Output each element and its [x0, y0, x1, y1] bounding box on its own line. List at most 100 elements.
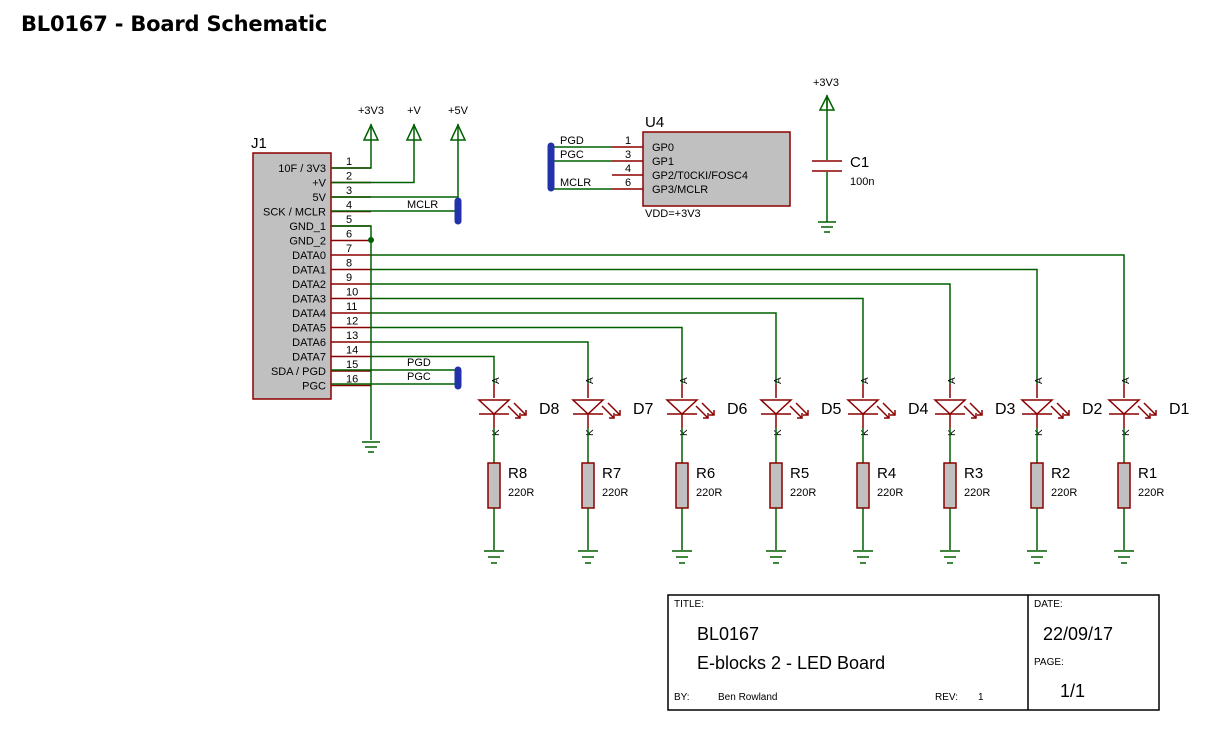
led-emission-arrow [1137, 405, 1151, 419]
resistor-body [581, 462, 595, 509]
resistor-body [675, 462, 689, 509]
u4-pin-number: 6 [625, 177, 631, 189]
c1-power-arrow [818, 94, 836, 111]
j1-pin-name: DATA4 [292, 308, 326, 320]
j1-pin-name: DATA2 [292, 279, 326, 291]
u4-pin-name: GP2/T0CKI/FOSC4 [652, 170, 748, 182]
led-ref: D7 [633, 401, 654, 418]
led-emission-arrowhead [515, 413, 521, 419]
led-emission-arrowhead [615, 410, 621, 416]
led-emission-arrow [607, 402, 621, 416]
power-arrow-icon [449, 123, 467, 141]
led-channels: AKD8R8220RAKD7R7220RAKD6R6220RAKD5R5220R… [371, 254, 1190, 564]
resistor-ref: R2 [1051, 465, 1070, 482]
led-emission-arrowhead [1151, 410, 1157, 416]
led-emission-arrow [789, 405, 803, 419]
led-emission-arrow [876, 405, 890, 419]
page-value: 1/1 [1060, 681, 1085, 701]
u4-vdd-label: VDD=+3V3 [645, 208, 701, 220]
led-emission-arrowhead [609, 413, 615, 419]
j1-pin-name: SCK / MCLR [263, 207, 326, 219]
resistor-value: 220R [602, 487, 628, 499]
power-arrow-icon [405, 123, 423, 141]
date-label: DATE: [1034, 599, 1063, 610]
j1-pin-number: 12 [346, 316, 358, 328]
resistor-body [1030, 462, 1044, 509]
resistor-ref: R5 [790, 465, 809, 482]
led-anode-label: A [860, 377, 871, 384]
led-cathode-label: K [860, 429, 871, 436]
pgc-net-label: PGC [407, 371, 431, 383]
rev-value: 1 [978, 692, 984, 703]
u4-ref: U4 [645, 114, 664, 131]
led-emission-arrowhead [890, 410, 896, 416]
j1-ref: J1 [251, 135, 267, 152]
u4-pin-number: 4 [625, 163, 631, 175]
j1-pin-name: DATA5 [292, 323, 326, 335]
ground-symbol-j1 [362, 441, 380, 453]
led-emission-arrow [701, 402, 715, 416]
led-emission-arrow [795, 402, 809, 416]
led-emission-arrow [507, 405, 521, 419]
j1-pin-number: 11 [346, 301, 357, 313]
led-emission-arrow [1143, 402, 1157, 416]
author: Ben Rowland [718, 692, 777, 703]
led-triangle [571, 399, 605, 416]
led-triangle [846, 399, 880, 416]
j1-pin-number: 13 [346, 330, 358, 342]
resistor-body [769, 462, 783, 509]
page-label: PAGE: [1034, 657, 1064, 668]
capacitor-c1 [812, 95, 842, 233]
led-emission-arrowhead [884, 413, 890, 419]
resistor-body [1117, 462, 1131, 509]
led-anode-label: A [947, 377, 958, 384]
resistor-value: 220R [1051, 487, 1077, 499]
j1-pin-name: 5V [313, 192, 327, 204]
led-emission-arrow [513, 402, 527, 416]
j1-pin-number: 8 [346, 258, 352, 270]
j1-pin-name: DATA7 [292, 352, 326, 364]
led-emission-arrowhead [1064, 410, 1070, 416]
led-anode-label: A [773, 377, 784, 384]
led-anode-label: A [1121, 377, 1132, 384]
resistor-value: 220R [1138, 487, 1164, 499]
led-ref: D6 [727, 401, 748, 418]
led-feed-wire [371, 326, 683, 384]
led-ref: D1 [1169, 401, 1190, 418]
led-anode-label: A [1034, 377, 1045, 384]
resistor-ref: R1 [1138, 465, 1157, 482]
page-title: BL0167 - Board Schematic [21, 12, 328, 36]
led-emission-arrow [963, 405, 977, 419]
led-triangle [665, 399, 699, 416]
led-anode-label: A [679, 377, 690, 384]
led-triangle [477, 399, 511, 416]
u4-net-label: PGD [560, 135, 584, 147]
led-feed-wire [371, 297, 864, 384]
led-emission-arrowhead [1145, 413, 1151, 419]
mclr-net-label: MCLR [407, 199, 438, 211]
pgd-net-label: PGD [407, 357, 431, 369]
j1-pin-number: 16 [346, 374, 358, 386]
j1-pin-number: 7 [346, 243, 352, 255]
led-feed-wire [371, 341, 589, 384]
led-feed-wire [371, 312, 777, 384]
power-wire [331, 124, 372, 169]
by-label: BY: [674, 692, 690, 703]
j1-pin-number: 15 [346, 359, 358, 371]
power-symbols: +3V3+V+5V [331, 105, 469, 198]
date-value: 22/09/17 [1043, 624, 1113, 644]
j1-connector-body [252, 152, 332, 400]
resistor-ref: R4 [877, 465, 896, 482]
power-label: +V [407, 105, 421, 117]
led-cathode-label: K [679, 429, 690, 436]
junction-dot [368, 237, 374, 243]
resistor-value: 220R [696, 487, 722, 499]
led-emission-arrowhead [521, 410, 527, 416]
led-triangle [759, 399, 793, 416]
led-ref: D5 [821, 401, 842, 418]
led-emission-arrowhead [709, 410, 715, 416]
led-cathode-label: K [1121, 429, 1132, 436]
c1-ref: C1 [850, 154, 869, 171]
